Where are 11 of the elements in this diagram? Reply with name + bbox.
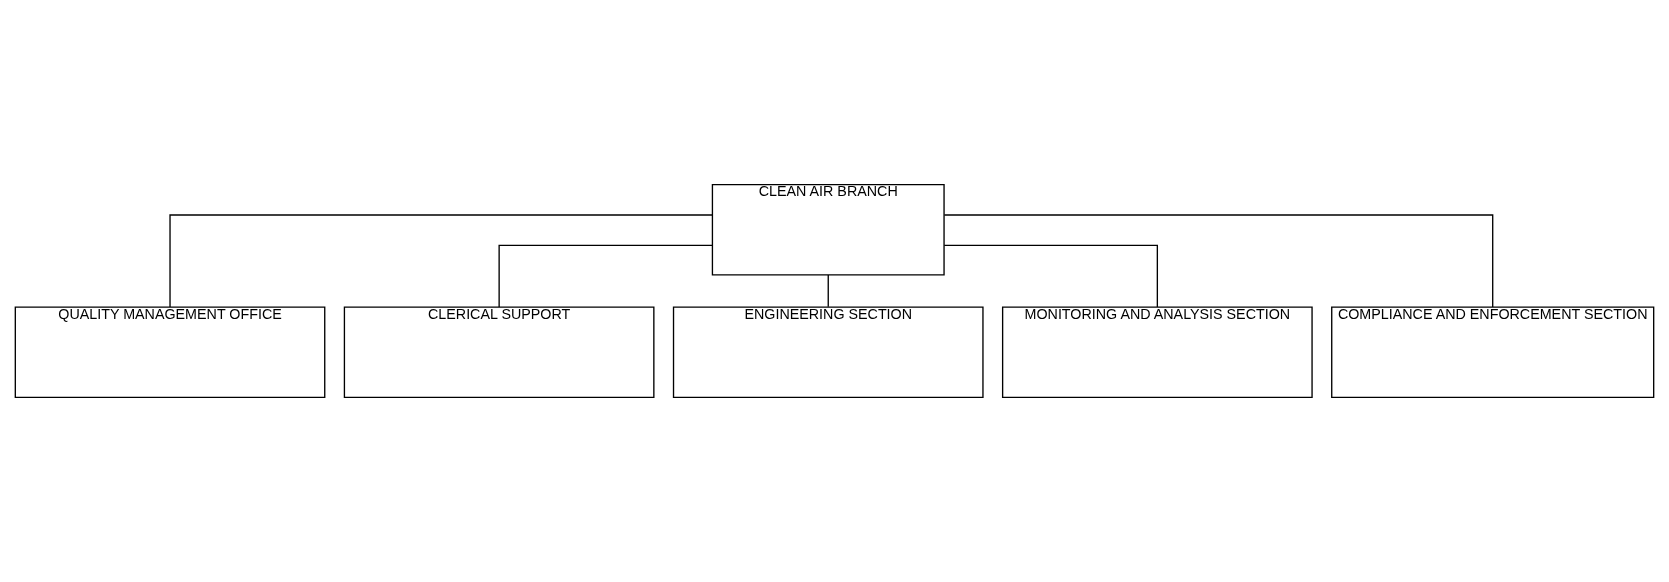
connector: [827, 274, 829, 308]
connector: [943, 244, 1158, 308]
node-box: MONITORING AND ANALYSIS SECTION: [1001, 306, 1313, 399]
connector: [169, 214, 713, 308]
connector: [498, 244, 713, 308]
node-box: QUALITY MANAGEMENT OFFICE: [14, 306, 326, 399]
node-box: ENGINEERING SECTION: [672, 306, 984, 399]
node-box: CLEAN AIR BRANCH: [711, 183, 945, 276]
connector: [943, 214, 1494, 308]
node-box: COMPLIANCE AND ENFORCEMENT SECTION: [1331, 306, 1655, 399]
node-box: CLERICAL SUPPORT: [343, 306, 655, 399]
